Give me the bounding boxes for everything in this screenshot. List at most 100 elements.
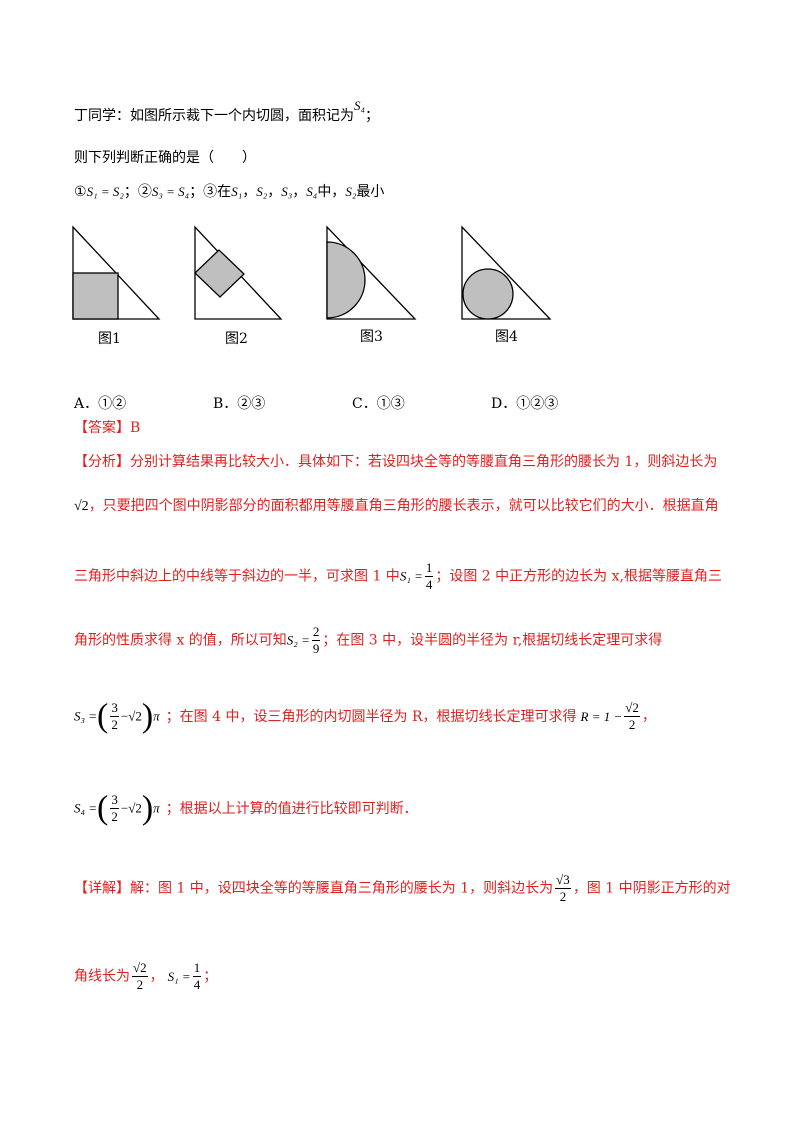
figure-1-square — [72, 272, 119, 320]
figure-2-square — [194, 249, 245, 298]
detail-p1a: 解：图 1 中，设四块全等的等腰直角三角形的腰长为 1，则斜边长为 — [130, 880, 554, 897]
question-text: 则下列判断正确的是（ ） — [74, 150, 256, 166]
figure-4-triangle — [461, 225, 552, 320]
option-c-value: ①③ — [376, 396, 405, 412]
frac-num: √2 — [624, 700, 640, 717]
stmt-3-s1: S₁ — [231, 184, 243, 199]
minus-sqrt2: −√2 — [120, 708, 142, 724]
pi-symbol: π — [153, 708, 160, 724]
option-a-value: ①② — [98, 396, 127, 412]
frac-den: 2 — [628, 717, 636, 732]
pi-symbol: π — [153, 800, 160, 816]
paren-right: ) — [141, 697, 154, 735]
frac-den: 2 — [136, 977, 144, 992]
analysis-s1-eq: S₁ = — [399, 568, 423, 584]
detail-s1-eq: S₁ = — [167, 968, 191, 984]
detail-p2c: ； — [203, 968, 218, 985]
detail-p2b: ， — [149, 968, 164, 985]
option-c[interactable]: C．①③ — [352, 393, 405, 413]
detail-p1b: ，图 1 中阴影正方形的对 — [572, 880, 731, 897]
frac-num: 1 — [424, 560, 434, 577]
analysis-p6: ；根据以上计算的值进行比较即可判断． — [165, 800, 418, 817]
figure-3-caption: 图3 — [360, 329, 383, 345]
answer-value: B — [130, 420, 141, 436]
ding-text: 丁同学：如图所示裁下一个内切圆，面积记为 — [74, 108, 354, 124]
frac-den: 2 — [559, 889, 567, 904]
stmt-3-s2b: S₂ — [345, 184, 357, 199]
stmt-2-end: ；③在 — [189, 184, 232, 200]
option-d-value: ①②③ — [516, 396, 559, 412]
frac-num: 2 — [311, 624, 321, 641]
answer-line: 【答案】B — [74, 418, 140, 438]
frac-num: √2 — [132, 960, 148, 977]
frac-num: √3 — [555, 872, 571, 889]
stmt-1-end: ；② — [123, 184, 152, 200]
option-c-letter: C． — [352, 396, 377, 412]
figure-3 — [326, 225, 417, 320]
analysis-p4a: 角形的性质求得 x 的值，所以可知 — [74, 632, 287, 649]
analysis-p1: 分别计算结果再比较大小．具体如下：若设四块全等的等腰直角三角形的腰长为 1，则斜… — [130, 454, 718, 470]
stmt-3-end: 中， — [317, 184, 346, 200]
frac-den: 2 — [111, 717, 118, 732]
figure-3-semicircle — [326, 241, 366, 319]
stmt-3-s3: S₃ — [281, 184, 293, 199]
figure-4-circle — [462, 268, 514, 320]
frac-den: 4 — [425, 577, 433, 592]
ding-end: ； — [365, 108, 380, 124]
paren-right: ) — [141, 789, 154, 827]
minus-sqrt2: −√2 — [120, 800, 142, 816]
option-a-letter: A． — [74, 396, 99, 412]
option-d[interactable]: D．①②③ — [491, 393, 558, 413]
analysis-p3b: ；设图 2 中正方形的边长为 x,根据等腰直角三 — [435, 568, 722, 585]
paren-left: ( — [97, 697, 109, 735]
analysis-s4-eq: S₄ = — [74, 800, 98, 816]
analysis-r-eq: R = 1 − — [580, 708, 623, 724]
analysis-p2: ，只要把四个图中阴影部分的面积都用等腰直角三角形的腰长表示，就可以比较它们的大小… — [88, 498, 719, 514]
frac-den: 2 — [111, 809, 118, 824]
stmt-1-math: S₁ = S₂ — [86, 184, 124, 199]
stmt-3-s4: S₄ — [306, 184, 318, 199]
option-b-value: ②③ — [237, 396, 266, 412]
sep-2: ， — [267, 184, 282, 200]
stmt-3-tail: 最小 — [356, 184, 385, 200]
intro-ding-line: 丁同学：如图所示裁下一个内切圆，面积记为S₄； — [74, 98, 380, 126]
figure-4 — [461, 225, 552, 320]
analysis-s2-eq: S₂ = — [286, 632, 310, 648]
figure-1-caption: 图1 — [98, 331, 121, 347]
sep-1: ， — [242, 184, 257, 200]
analysis-line-1: 【分析】分别计算结果再比较大小．具体如下：若设四块全等的等腰直角三角形的腰长为 … — [74, 452, 717, 472]
analysis-p5b: ， — [641, 708, 656, 725]
paren-left: ( — [97, 789, 109, 827]
stmt-3-s2: S₂ — [256, 184, 268, 199]
analysis-p4b: ；在图 3 中，设半圆的半径为 r,根据切线长定理可求得 — [322, 632, 663, 649]
detail-p2a: 角线长为 — [74, 968, 130, 985]
sep-3: ， — [292, 184, 307, 200]
analysis-s3-eq: S₃ = — [74, 708, 98, 724]
analysis-p3a: 三角形中斜边上的中线等于斜边的一半，可求图 1 中 — [74, 568, 400, 585]
ding-s4: S₄ — [354, 98, 366, 113]
frac-den: 4 — [193, 977, 201, 992]
option-b[interactable]: B．②③ — [213, 393, 265, 413]
figure-2-caption: 图2 — [225, 331, 248, 347]
answer-tag: 【答案】 — [74, 420, 130, 436]
option-a[interactable]: A．①② — [74, 393, 126, 413]
analysis-p5a: ；在图 4 中，设三角形的内切圆半径为 R，根据切线长定理可求得 — [165, 708, 577, 725]
figure-1 — [72, 225, 161, 320]
statements-line: ①S₁ = S₂；②S₃ = S₄；③在S₁，S₂，S₃，S₄中，S₂最小 — [74, 182, 384, 202]
option-b-letter: B． — [213, 396, 238, 412]
analysis-sqrt2: √2 — [74, 499, 89, 514]
frac-num: 3 — [110, 792, 119, 809]
analysis-line-2: √2，只要把四个图中阴影部分的面积都用等腰直角三角形的腰长表示，就可以比较它们的… — [74, 496, 719, 517]
